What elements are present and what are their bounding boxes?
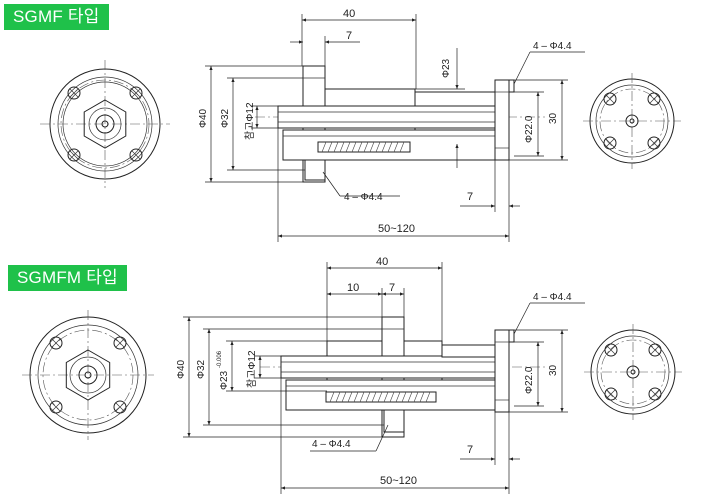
sgmfm-right-end-view: [584, 324, 682, 420]
sgmfm-left-bolt-holes: [49, 336, 127, 414]
sgmf-right-end-view: [583, 73, 681, 169]
dim-d22-label: Φ22.0: [524, 115, 535, 143]
dim-holes-left-label: 4 – Φ4.4: [344, 192, 383, 203]
dim2-d22-label: Φ22.0: [524, 366, 535, 394]
dim2-7-label: 7: [389, 282, 395, 294]
dim-d40-label: Φ40: [198, 108, 209, 128]
dim2-30-label: 30: [548, 364, 559, 376]
dim-40-label: 40: [343, 8, 355, 20]
dim2-d23-tol-label: -0.006: [217, 350, 223, 368]
dim2-ref-d12-label: 참고Φ12: [246, 350, 258, 388]
dim2-d23-label: Φ23: [219, 370, 230, 390]
dim2-holes-left-label: 4 – Φ4.4: [312, 439, 351, 450]
sgmfm-side-view: [260, 316, 545, 438]
sgmfm-ball-cage-hatching: [329, 391, 431, 403]
sgmfm-dimensions: 40 10 7 4 – Φ4.4 Φ40 Φ32 Φ23 -0.006 참고Φ1…: [176, 256, 585, 494]
sgmf-left-end-view: [40, 60, 170, 188]
dim-d23-label: Φ23: [441, 58, 452, 78]
sgmf-left-bolt-holes: [67, 86, 143, 162]
dim2-10-label: 10: [347, 282, 359, 294]
section-title-sgmfm: SGMFM 타입: [8, 265, 127, 291]
dim-d32-label: Φ32: [220, 108, 231, 128]
dim-ref-d12-label: 참고Φ12: [244, 102, 256, 140]
dim-stroke-label: 50~120: [378, 223, 415, 235]
dim2-d40-label: Φ40: [176, 359, 187, 379]
dim2-40-label: 40: [376, 256, 388, 268]
dim2-holes-right-label: 4 – Φ4.4: [533, 292, 572, 303]
dim2-stroke-label: 50~120: [380, 475, 417, 487]
dim-7-label: 7: [346, 30, 352, 42]
ball-cage-hatching: [321, 141, 405, 153]
dim-holes-right-label: 4 – Φ4.4: [533, 41, 572, 52]
dim-7-right-label: 7: [467, 191, 473, 203]
sgmfm-right-bolt-holes: [604, 343, 662, 401]
dim2-d32-label: Φ32: [196, 359, 207, 379]
sgmf-right-bolt-holes: [603, 92, 661, 150]
section-title-sgmf: SGMF 타입: [4, 4, 109, 30]
dim2-7-right-label: 7: [467, 444, 473, 456]
sgmfm-left-end-view: [22, 310, 154, 440]
sgmf-side-view: [255, 65, 545, 183]
sgmf-dimensions: 40 7 Φ23 4 – Φ4.4 Φ40 Φ32 참고Φ12 4 – Φ4.4: [198, 8, 585, 242]
dim-30-label: 30: [548, 112, 559, 124]
